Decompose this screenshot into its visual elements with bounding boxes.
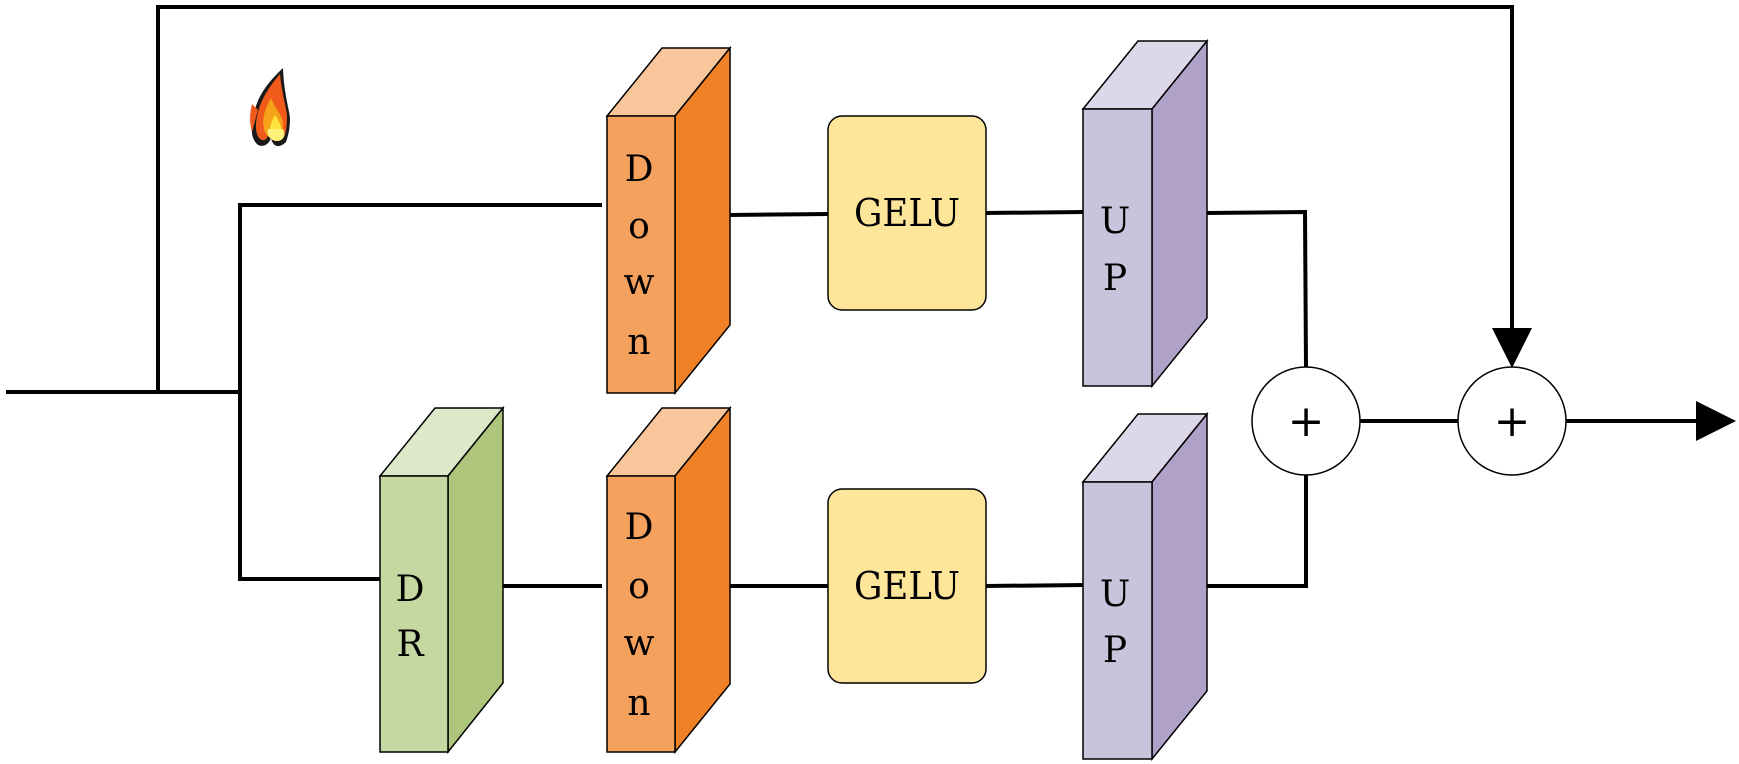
- up-block-letter: U: [1100, 201, 1130, 242]
- gelu-to-up-upper-line: [983, 209, 1086, 216]
- gelu-block-box: [827, 488, 987, 684]
- down-block-letter: w: [624, 262, 655, 303]
- up-lower-to-sum-line: [1205, 473, 1308, 588]
- skip-connection-line: [156, 5, 1514, 394]
- dr-block-letter: R: [396, 624, 424, 665]
- up-block-letter: P: [1103, 258, 1127, 299]
- upper-branch-line: [238, 203, 602, 394]
- sum-node-branches: +: [1251, 366, 1361, 476]
- down-to-gelu-upper-line: [727, 211, 831, 218]
- down-block-front: [606, 115, 676, 394]
- down-block-letter: w: [624, 623, 655, 664]
- connectors: [6, 5, 1700, 589]
- up-block-lower: U P: [1081, 411, 1209, 762]
- down-block-letter: n: [627, 683, 650, 724]
- up-block-front: [1082, 481, 1153, 760]
- lower-branch-line: [238, 390, 382, 581]
- down-block-front: [606, 475, 676, 753]
- skip-arrowhead: [1492, 328, 1532, 368]
- sum-circle: [1457, 366, 1567, 476]
- sum-node-residual: +: [1457, 366, 1567, 476]
- gelu-block-label: GELU: [854, 191, 960, 235]
- down-block-upper: D o w n: [605, 45, 732, 396]
- output-arrowhead: [1696, 401, 1736, 441]
- up-upper-to-sum-line: [1204, 209, 1309, 370]
- sum-symbol: +: [1494, 396, 1531, 447]
- up-block-letter: P: [1103, 630, 1127, 671]
- dr-block-front: [379, 475, 449, 753]
- down-block-letter: D: [625, 507, 654, 548]
- down-block-letter: D: [625, 149, 654, 190]
- dr-block-letter: D: [396, 569, 425, 610]
- up-block-letter: U: [1100, 574, 1130, 615]
- down-block-lower: D o w n: [605, 405, 732, 755]
- sum-symbol: +: [1288, 396, 1325, 447]
- gelu-block-upper: GELU: [827, 115, 987, 311]
- sum-circle: [1251, 366, 1361, 476]
- down-block-letter: n: [627, 322, 650, 363]
- up-block-front: [1082, 108, 1153, 387]
- gelu-block-box: [827, 115, 987, 311]
- down-block-letter: o: [628, 566, 650, 607]
- gelu-block-lower: GELU: [827, 488, 987, 684]
- down-block-letter: o: [628, 206, 650, 247]
- gelu-to-up-lower-line: [983, 582, 1086, 589]
- dr-block: D R: [378, 405, 505, 755]
- fire-icon: [250, 68, 290, 147]
- up-block-upper: U P: [1081, 38, 1209, 389]
- gelu-block-label: GELU: [854, 564, 960, 608]
